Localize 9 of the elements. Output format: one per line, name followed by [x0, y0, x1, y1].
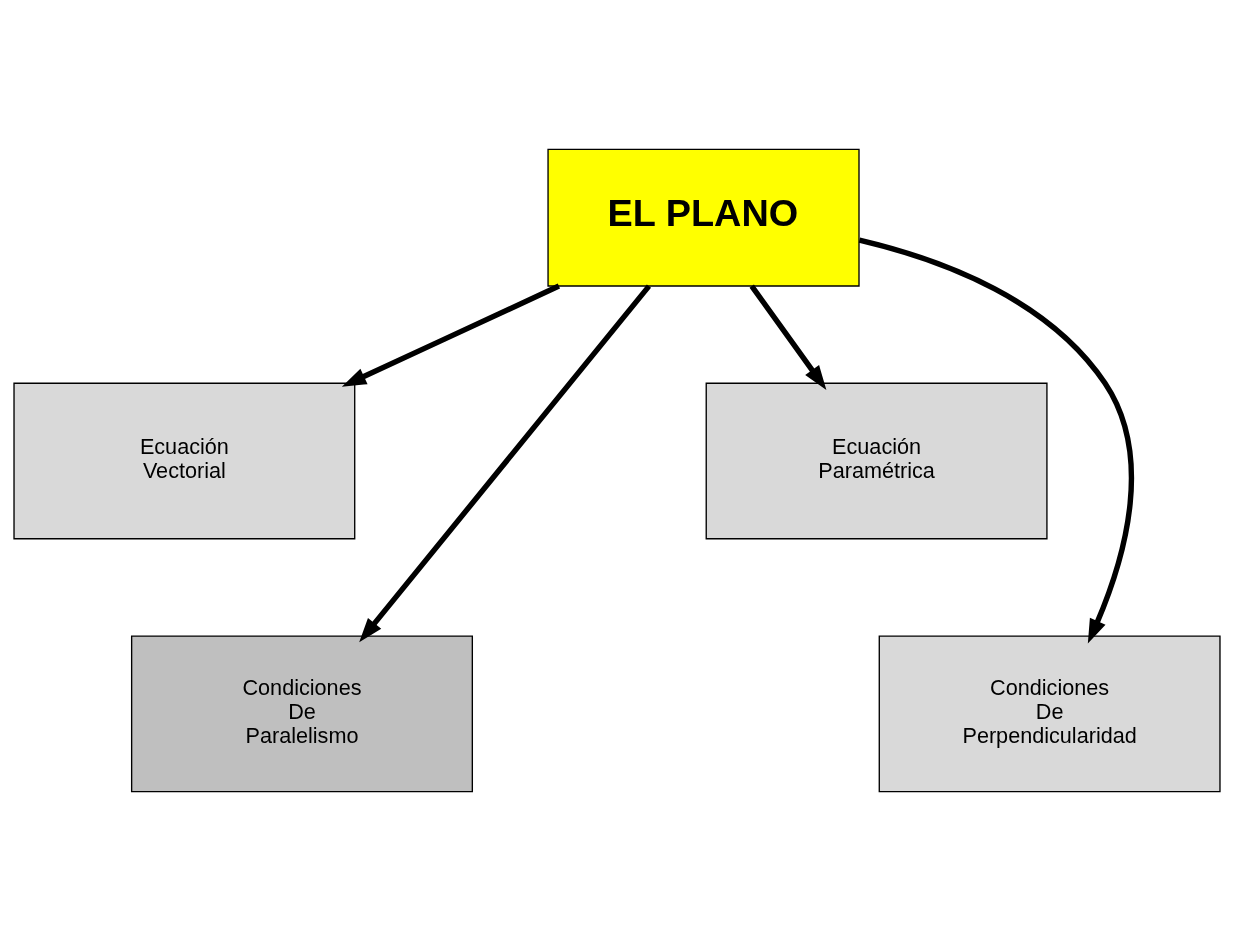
node-box: Condiciones De Paralelismo [130, 635, 473, 793]
arrow [341, 283, 561, 387]
arrow [858, 237, 1135, 644]
node-box: Ecuación Paramétrica [705, 382, 1048, 540]
node-box: Ecuación Vectorial [13, 382, 356, 540]
arrow [749, 284, 827, 390]
arrow [359, 284, 652, 643]
node-box: EL PLANO [547, 148, 860, 287]
node-box: Condiciones De Perpendicularidad [878, 635, 1221, 793]
